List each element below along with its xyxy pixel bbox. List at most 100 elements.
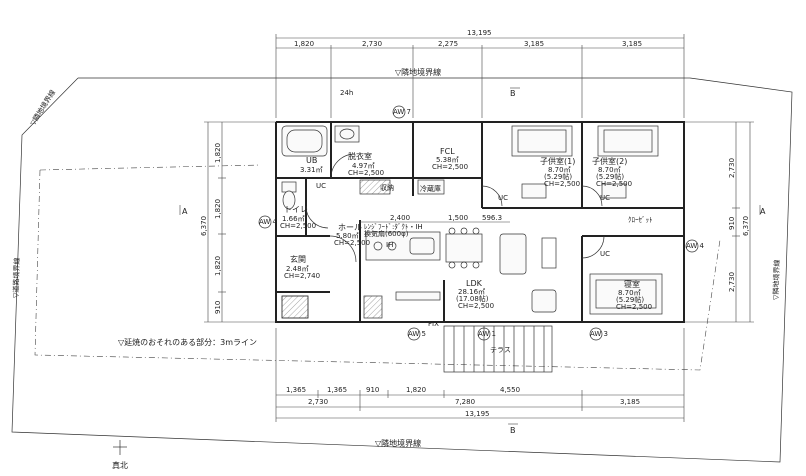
room-bedroom: 寝室 8.70㎡ (5.29帖) CH=2,500 (616, 279, 652, 311)
svg-text:CH=2,500: CH=2,500 (348, 169, 384, 177)
window-tag: AW 7 (392, 105, 411, 119)
closet-dressing (359, 179, 391, 195)
room-dressing: 脱衣室 4.97㎡ CH=2,500 (348, 151, 384, 177)
dim-bottom-seg: 1,365 (286, 386, 306, 394)
svg-text:脱衣室: 脱衣室 (348, 151, 372, 161)
section-mark-b-bottom: B (508, 423, 518, 435)
svg-text:トイレ: トイレ (284, 205, 308, 214)
terrace-deck (443, 325, 553, 373)
svg-text:1.66㎡: 1.66㎡ (282, 215, 305, 223)
svg-text:CH=2,500: CH=2,500 (432, 163, 468, 171)
window-tag: AW 5 (407, 327, 426, 341)
tv-board (395, 291, 441, 301)
room-entrance: 玄関 2.48㎡ CH=2,740 (284, 254, 320, 280)
dim-left-seg: 1,820 (214, 143, 222, 163)
room-wc: トイレ 1.66㎡ CH=2,500 (280, 205, 316, 230)
svg-text:玄関: 玄関 (290, 254, 306, 264)
label-range-note: ﾚﾝｼﾞﾌｰﾄﾞ:ﾀﾞｸﾄ・IH (364, 223, 423, 231)
bed-kids1 (511, 125, 573, 157)
label-closet: 収納 (380, 183, 394, 192)
washbasin (334, 125, 360, 143)
svg-text:AW 3: AW 3 (590, 330, 608, 338)
boundary-label-right: ▽隣地境界線 (771, 259, 781, 300)
svg-text:2,400: 2,400 (390, 214, 410, 222)
dims-top: 13,195 1,820 2,730 2,275 3,185 3,185 (275, 29, 685, 118)
label-fix: FIX (428, 320, 439, 328)
dim-top-seg: 2,730 (362, 40, 382, 48)
dims-left: 6,370 1,820 1,820 1,820 910 (200, 121, 276, 323)
dim-bottom-seg: 7,280 (455, 398, 475, 406)
boundary-label-left-lower: ▽道路境界線 (11, 257, 21, 298)
boundary-label-top: ▽隣地境界線 (395, 67, 441, 77)
bed-kids2 (597, 125, 659, 157)
north-label: 真北 (112, 460, 128, 470)
label-wic: ｸﾛｰｾﾞｯﾄ (628, 216, 653, 224)
dim-left-seg: 1,820 (214, 199, 222, 219)
label-terrace: テラス (490, 346, 511, 354)
label-ih: IH (386, 241, 393, 249)
desk-kids2 (601, 183, 627, 199)
dim-bottom-seg: 3,185 (620, 398, 640, 406)
bathtub (281, 125, 328, 157)
svg-text:ホール: ホール (338, 223, 362, 232)
svg-text:子供室(2): 子供室(2) (592, 156, 627, 166)
section-mark-b-top: B (510, 87, 520, 98)
dim-top-total: 13,195 (467, 29, 492, 37)
window-tag: AW 4 (685, 239, 705, 253)
setback-note: ▽延焼のおそれのある部分：3mライン (118, 337, 257, 347)
shoe-storage (363, 295, 383, 319)
svg-text:B: B (510, 426, 516, 435)
svg-text:AW 7: AW 7 (393, 108, 411, 116)
dim-top-seg: 3,185 (622, 40, 642, 48)
dim-top-seg: 2,275 (438, 40, 458, 48)
dim-left-seg: 1,820 (214, 256, 222, 276)
label-uc: UC (498, 194, 508, 202)
svg-text:3.31㎡: 3.31㎡ (300, 166, 323, 174)
svg-text:AW 4: AW 4 (259, 218, 278, 226)
svg-text:CH=2,500: CH=2,500 (334, 239, 370, 247)
svg-text:AW 1: AW 1 (478, 330, 496, 338)
svg-text:CH=2,740: CH=2,740 (284, 272, 320, 280)
label-uc: UC (316, 182, 326, 190)
svg-text:(5.29帖): (5.29帖) (544, 172, 572, 181)
svg-text:CH=2,500: CH=2,500 (458, 302, 494, 310)
svg-text:(5.29帖): (5.29帖) (616, 295, 644, 304)
svg-text:5.80㎡: 5.80㎡ (336, 232, 359, 240)
svg-text:8.70㎡: 8.70㎡ (618, 289, 641, 297)
svg-text:(5.29帖): (5.29帖) (596, 172, 624, 181)
dim-left-seg: 910 (214, 301, 222, 314)
svg-text:寝室: 寝室 (624, 279, 640, 289)
dim-bottom-seg: 1,820 (406, 386, 426, 394)
svg-text:CH=2,500: CH=2,500 (544, 180, 580, 188)
dining-table (445, 227, 483, 269)
window-tag: AW 4 (258, 215, 278, 229)
dim-bottom-seg: 2,730 (308, 398, 328, 406)
svg-text:LDK: LDK (466, 279, 483, 288)
boundary-label-bottom: ▽隣地境界線 (375, 438, 421, 448)
dim-left-total: 6,370 (200, 216, 208, 236)
dim-right-seg: 910 (728, 217, 736, 230)
svg-text:B: B (510, 89, 516, 98)
boundary-label-left-upper: ▽隣地境界線 (28, 88, 57, 127)
dim-top-seg: 3,185 (524, 40, 544, 48)
window-tag: AW 3 (589, 327, 608, 341)
svg-text:28.16㎡: 28.16㎡ (458, 288, 485, 296)
svg-text:596.3: 596.3 (482, 214, 502, 222)
label-fridge: 冷蔵庫 (420, 184, 441, 193)
door-swings (305, 153, 605, 263)
room-ldk: LDK 28.16㎡ (17.08帖) CH=2,500 (456, 279, 494, 310)
dims-bottom: 1,365 1,365 910 1,820 4,550 2,730 7,280 … (275, 328, 685, 422)
north-arrow-icon (113, 440, 127, 455)
window-tag: AW 1 (477, 327, 496, 341)
section-mark-a-right: A (759, 205, 766, 216)
svg-text:8.70㎡: 8.70㎡ (548, 166, 571, 174)
svg-text:FCL: FCL (440, 147, 455, 156)
room-hall: ホール 5.80㎡ CH=2,500 (334, 223, 370, 247)
svg-text:CH=2,500: CH=2,500 (616, 303, 652, 311)
svg-text:CH=2,500: CH=2,500 (280, 222, 316, 230)
dim-bottom-seg: 1,365 (327, 386, 347, 394)
site-boundary (11, 77, 793, 463)
desk-kids1 (521, 183, 547, 199)
svg-text:UB: UB (306, 156, 317, 165)
